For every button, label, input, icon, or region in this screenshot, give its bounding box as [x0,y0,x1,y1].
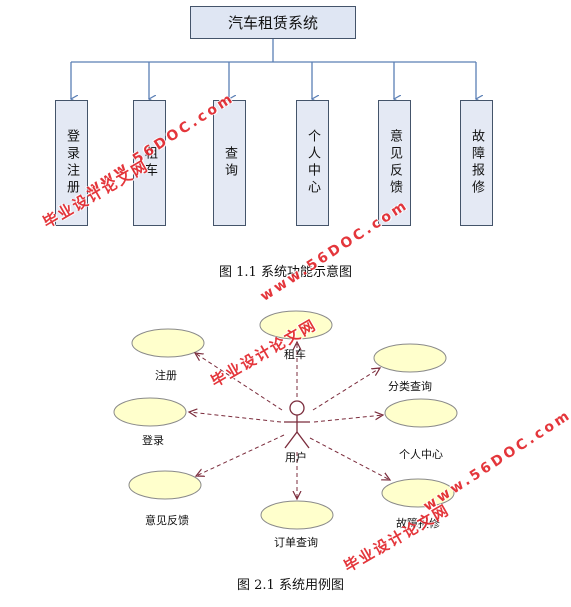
module-repair: 故障报修 [460,100,493,226]
usecase-label-repair: 故障报修 [396,517,440,530]
usecase-rent [259,310,333,340]
usecase-personal-center [384,398,458,428]
usecase-repair [381,478,455,508]
usecase-feedback [128,470,202,500]
usecase-label-personal-center: 个人中心 [399,448,443,461]
relation-repair [309,437,390,480]
actor-icon [284,400,310,449]
module-label: 故障报修 [469,129,484,197]
module-label: 查询 [222,146,237,180]
module-label: 租车 [142,146,157,180]
module-feedback: 意见反馈 [378,100,411,226]
module-label: 意见反馈 [387,129,402,197]
module-label: 个人中心 [305,129,320,197]
usecase-register [131,328,205,358]
relation-feedback [196,434,285,476]
module-login: 登录注册 [55,100,88,226]
module-personal-center: 个人中心 [296,100,329,226]
module-rent: 租车 [133,100,166,226]
root-node: 汽车租赁系统 [190,6,356,39]
relation-category-query [312,368,380,411]
connector-lines [0,39,571,260]
figure-1-caption: 图 1.1 系统功能示意图 [219,265,352,280]
relation-personal-center [313,415,383,423]
actor-label: 用户 [285,451,307,464]
usecase-login [113,397,187,427]
module-label: 登录注册 [64,129,79,197]
figure-2-caption: 图 2.1 系统用例图 [237,578,344,593]
usecase-label-rent: 租车 [284,348,306,361]
relation-register [195,353,283,411]
usecase-label-category-query: 分类查询 [388,380,432,393]
usecase-order-query [260,500,334,530]
root-node-label: 汽车租赁系统 [227,14,318,32]
usecase-label-login: 登录 [142,434,164,447]
usecase-category-query [373,343,447,373]
usecase-diagram [113,310,458,530]
usecase-label-order-query: 订单查询 [274,536,318,549]
usecase-label-feedback: 意见反馈 [145,514,189,527]
usecase-label-register: 注册 [155,369,177,382]
relation-login [189,412,282,423]
module-query: 查询 [213,100,246,226]
